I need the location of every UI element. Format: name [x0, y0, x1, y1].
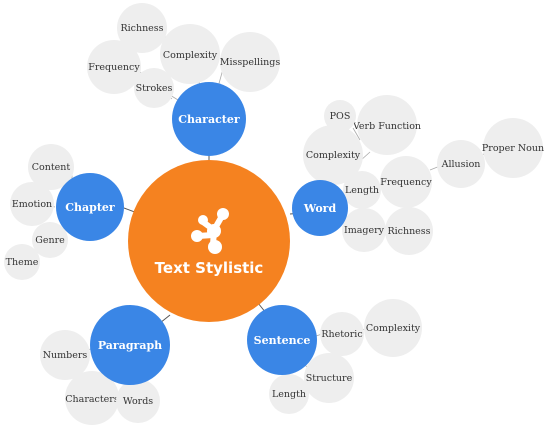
svg-text:Emotion: Emotion — [12, 199, 52, 210]
hub-chapter: Chapter — [56, 173, 124, 241]
leaf-length-word — [343, 171, 381, 209]
leaf-rhetoric — [320, 312, 364, 356]
leaf-characters — [65, 371, 119, 425]
center-node: Text Stylistic — [128, 160, 290, 322]
word-leaves: Verb Function POS Complexity Proper Noun… — [303, 95, 544, 255]
leaf-frequency-word — [380, 156, 432, 208]
leaf-words — [116, 379, 160, 423]
leaf-content — [28, 144, 74, 190]
svg-text:Complexity: Complexity — [163, 50, 218, 61]
svg-text:Content: Content — [32, 162, 71, 173]
svg-text:Richness: Richness — [120, 23, 163, 34]
svg-text:Numbers: Numbers — [43, 350, 88, 361]
leaf-complexity-sentence — [364, 299, 422, 357]
svg-text:Frequency: Frequency — [88, 62, 140, 73]
center-label: Text Stylistic — [155, 259, 264, 277]
leaf-emotion — [10, 182, 54, 226]
chapter-leaves: Content Emotion Genre Theme — [4, 144, 74, 280]
leaf-imagery — [342, 208, 386, 252]
svg-text:Imagery: Imagery — [344, 225, 385, 236]
leaf-complexity-word — [303, 125, 363, 185]
svg-text:Complexity: Complexity — [306, 150, 361, 161]
svg-text:Misspellings: Misspellings — [220, 57, 281, 68]
svg-text:Paragraph: Paragraph — [98, 339, 162, 352]
svg-text:Proper Noun: Proper Noun — [482, 143, 544, 154]
leaf-numbers — [40, 330, 90, 380]
leaf-complexity-character — [160, 24, 220, 84]
svg-text:POS: POS — [330, 111, 351, 122]
leaf-richness-word — [385, 207, 433, 255]
leaf-theme — [4, 244, 40, 280]
leaf-frequency-character — [87, 40, 141, 94]
leaf-genre — [32, 222, 68, 258]
molecule-icon — [191, 208, 229, 254]
svg-text:Length: Length — [345, 185, 379, 196]
hub-paragraph: Paragraph — [90, 305, 170, 385]
leaf-structure — [304, 353, 354, 403]
svg-text:Characters: Characters — [65, 394, 119, 405]
svg-text:Word: Word — [303, 202, 337, 215]
svg-text:Character: Character — [178, 113, 240, 126]
svg-text:Length: Length — [272, 389, 306, 400]
svg-text:Structure: Structure — [306, 373, 353, 384]
svg-text:Chapter: Chapter — [65, 201, 115, 214]
leaf-pos — [324, 100, 356, 132]
hub-sentence: Sentence — [247, 305, 317, 375]
character-leaves: Richness Complexity Misspellings Frequen… — [87, 3, 280, 108]
svg-text:Theme: Theme — [6, 257, 39, 268]
svg-text:Richness: Richness — [387, 226, 430, 237]
hub-word: Word — [292, 180, 348, 236]
svg-text:Complexity: Complexity — [366, 323, 421, 334]
svg-text:Genre: Genre — [35, 235, 65, 246]
svg-text:Sentence: Sentence — [254, 334, 311, 347]
svg-text:Words: Words — [123, 396, 153, 407]
center-circle — [128, 160, 290, 322]
leaf-richness-character — [117, 3, 167, 53]
leaf-proper-noun — [483, 118, 543, 178]
svg-text:Frequency: Frequency — [380, 177, 432, 188]
leaf-misspellings — [220, 32, 280, 92]
leaf-strokes — [134, 68, 174, 108]
hub-character: Character — [172, 82, 246, 156]
leaf-allusion — [437, 140, 485, 188]
sentence-leaves: Complexity Rhetoric Structure Length — [269, 299, 422, 414]
leaf-length-sentence — [269, 374, 309, 414]
svg-text:Strokes: Strokes — [136, 83, 173, 94]
svg-text:Rhetoric: Rhetoric — [321, 329, 362, 340]
paragraph-leaves: Numbers Characters Words — [40, 330, 160, 425]
svg-text:Allusion: Allusion — [441, 159, 481, 170]
svg-text:Verb Function: Verb Function — [352, 121, 421, 132]
leaf-verb-function — [357, 95, 417, 155]
